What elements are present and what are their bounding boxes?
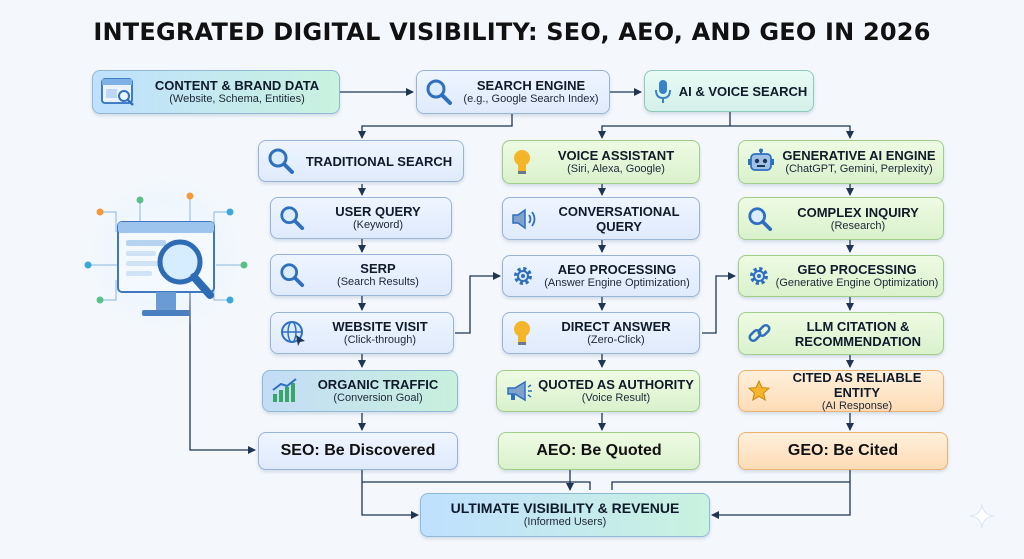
user-query-node: USER QUERY(Keyword) [270, 197, 452, 239]
node-title: GEO PROCESSING [797, 262, 917, 277]
arrow-ai-to-gen [730, 125, 854, 139]
robot-icon [747, 148, 775, 176]
traditional-search-node: TRADITIONAL SEARCH [258, 140, 464, 182]
magnifier-icon [279, 205, 305, 231]
node-title: CITED AS RELIABLE ENTITY [792, 369, 922, 400]
ultimate-visibility-node: ULTIMATE VISIBILITY & REVENUE(Informed U… [420, 493, 710, 537]
arrow-visit-to-aeo [455, 272, 501, 334]
star-icon [747, 379, 771, 403]
arrow-search-to-traditional [358, 112, 513, 139]
complex-inquiry-node: COMPLEX INQUIRY(Research) [738, 197, 944, 240]
node-subtitle: (e.g., Google Search Index) [463, 93, 599, 105]
line-seo-branch [362, 481, 591, 490]
node-title: COMPLEX INQUIRY [797, 204, 919, 220]
link-chain-icon [747, 321, 773, 347]
seo-outcome-node: SEO: Be Discovered [258, 432, 458, 470]
node-subtitle: (Generative Engine Optimization) [775, 277, 939, 289]
llm-citation-node: LLM CITATION &RECOMMENDATION [738, 312, 944, 355]
magnifier-icon [425, 78, 453, 106]
node-subtitle: (Siri, Alexa, Google) [567, 163, 665, 175]
arrow-seo-to-ultimate [361, 470, 419, 519]
growth-chart-icon [271, 378, 299, 404]
node-title: DIRECT ANSWER [561, 319, 671, 334]
ai-voice-node: AI & VOICE SEARCH [644, 70, 814, 112]
node-title: CONVERSATIONAL [558, 203, 680, 219]
node-subtitle: (Voice Result) [581, 392, 651, 404]
node-subtitle: (Conversion Goal) [333, 392, 423, 404]
microphone-icon [653, 78, 673, 104]
node-title: GEO: Be Cited [787, 442, 899, 459]
browser-window-icon [101, 77, 135, 107]
node-title: USER QUERY [335, 204, 421, 219]
node-subtitle: (Keyword) [352, 219, 404, 231]
quoted-authority-node: QUOTED AS AUTHORITY(Voice Result) [496, 370, 700, 412]
globe-cursor-icon [279, 319, 307, 347]
magnifier-icon [279, 262, 305, 288]
aeo-outcome-node: AEO: Be Quoted [498, 432, 700, 470]
lightbulb-icon [511, 319, 533, 347]
arrow-ai-to-voice [598, 112, 731, 139]
node-subtitle: (Informed Users) [523, 516, 607, 528]
node-subtitle: (Research) [830, 219, 886, 232]
gear-icon [747, 264, 771, 288]
search-engine-node: SEARCH ENGINE(e.g., Google Search Index) [416, 70, 610, 114]
node-subtitle: (Answer Engine Optimization) [544, 277, 690, 289]
page-title: INTEGRATED DIGITAL VISIBILITY: SEO, AEO,… [93, 18, 931, 46]
node-subtitle: (AI Response) [821, 399, 893, 412]
sparkle-icon [969, 503, 995, 529]
node-subtitle: (Zero-Click) [587, 334, 645, 346]
node-subtitle: (ChatGPT, Gemini, Perplexity) [785, 163, 933, 175]
node-subtitle: (Website, Schema, Entities) [169, 93, 305, 105]
node-title: QUOTED AS AUTHORITY [538, 377, 694, 392]
serp-node: SERP(Search Results) [270, 254, 452, 296]
node-subtitle: (Search Results) [337, 276, 419, 288]
cited-entity-node: CITED AS RELIABLE ENTITY(AI Response) [738, 370, 944, 412]
node-title-line2: RECOMMENDATION [794, 333, 922, 349]
speaker-icon [511, 207, 539, 231]
node-title: SEO: Be Discovered [280, 442, 436, 459]
megaphone-icon [505, 379, 533, 403]
line-geo-branch [611, 481, 850, 490]
node-title: TRADITIONAL SEARCH [305, 153, 453, 169]
magnifier-icon [267, 147, 295, 175]
node-title: GENERATIVE AI ENGINE [782, 148, 936, 163]
node-title: ORGANIC TRAFFIC [317, 377, 439, 392]
direct-answer-node: DIRECT ANSWER(Zero-Click) [502, 312, 700, 354]
geo-processing-node: GEO PROCESSING(Generative Engine Optimiz… [738, 255, 944, 297]
aeo-processing-node: AEO PROCESSING(Answer Engine Optimizatio… [502, 255, 700, 297]
node-title: LLM CITATION & [806, 318, 910, 334]
lightbulb-icon [511, 148, 533, 176]
arrow-geo-to-ultimate [711, 470, 851, 519]
node-title: AEO: Be Quoted [536, 442, 662, 459]
node-title: WEBSITE VISIT [332, 319, 428, 334]
magnifier-icon [747, 206, 773, 232]
node-title: SERP [360, 261, 396, 276]
node-subtitle: (Click-through) [343, 334, 417, 346]
voice-assistant-node: VOICE ASSISTANT(Siri, Alexa, Google) [502, 140, 700, 184]
generative-ai-node: GENERATIVE AI ENGINE(ChatGPT, Gemini, Pe… [738, 140, 944, 184]
node-title: SEARCH ENGINE [476, 78, 586, 93]
gear-icon [511, 264, 535, 288]
node-title: CONTENT & BRAND DATA [154, 78, 320, 93]
website-visit-node: WEBSITE VISIT(Click-through) [270, 312, 454, 354]
organic-traffic-node: ORGANIC TRAFFIC(Conversion Goal) [262, 370, 458, 412]
node-title: ULTIMATE VISIBILITY & REVENUE [450, 500, 680, 516]
geo-outcome-node: GEO: Be Cited [738, 432, 948, 470]
node-title: AEO PROCESSING [557, 262, 677, 277]
node-title: AI & VOICE SEARCH [678, 83, 808, 99]
network-dots [84, 192, 248, 304]
monitor-search-illustration [84, 180, 248, 333]
arrow-direct-to-geoproc [702, 272, 736, 334]
content-brand-node: CONTENT & BRAND DATA(Website, Schema, En… [92, 70, 340, 114]
node-title-line2: QUERY [596, 218, 642, 234]
node-title: VOICE ASSISTANT [557, 148, 675, 163]
